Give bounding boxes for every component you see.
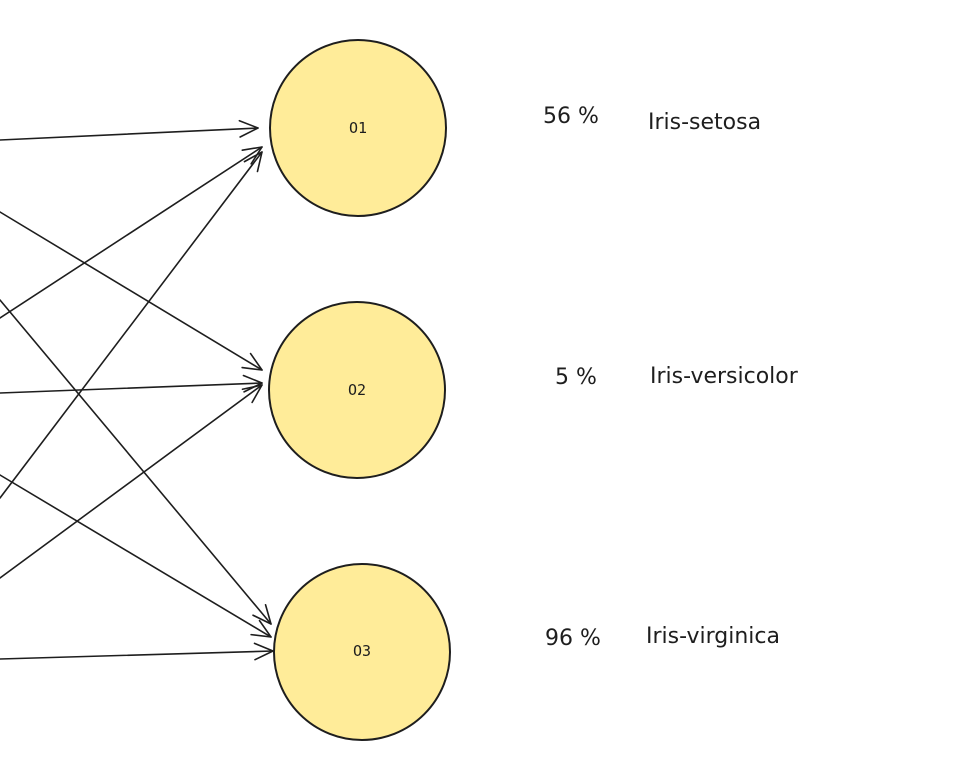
node-circle-o3: [273, 563, 451, 741]
output-node-3: O3: [273, 563, 451, 741]
connection-edge: [0, 384, 263, 579]
percentage-label-o3: 96 %: [545, 626, 601, 651]
arrowhead-icon: [241, 352, 263, 371]
connection-edge: [0, 474, 272, 638]
connection-edge: [0, 382, 263, 394]
arrowhead-icon: [242, 374, 263, 393]
output-node-1: O1: [269, 39, 447, 217]
connection-edges: [0, 119, 274, 661]
arrowhead-icon: [241, 146, 263, 165]
connection-edge: [0, 650, 274, 660]
connection-edge: [0, 146, 263, 319]
node-label-o3: O3: [353, 642, 371, 660]
class-label-o3: Iris-virginica: [646, 624, 780, 649]
percentage-label-o1: 56 %: [543, 104, 599, 129]
connection-edge: [0, 299, 272, 625]
node-circle-o2: [268, 301, 446, 479]
node-label-o1: O1: [349, 119, 367, 137]
percentage-label-o2: 5 %: [555, 365, 597, 390]
arrowhead-icon: [238, 119, 259, 138]
arrowhead-icon: [243, 151, 263, 173]
class-label-o1: Iris-setosa: [648, 110, 761, 135]
class-label-o2: Iris-versicolor: [650, 364, 799, 389]
arrowhead-icon: [252, 603, 272, 625]
arrowhead-icon: [250, 619, 272, 638]
connection-edge: [0, 127, 259, 141]
arrowhead-icon: [241, 384, 263, 404]
node-circle-o1: [269, 39, 447, 217]
node-label-o2: O2: [348, 381, 366, 399]
connection-edge: [0, 151, 263, 499]
output-node-2: O2: [268, 301, 446, 479]
arrowhead-icon: [253, 642, 274, 661]
connection-edge: [0, 211, 263, 371]
